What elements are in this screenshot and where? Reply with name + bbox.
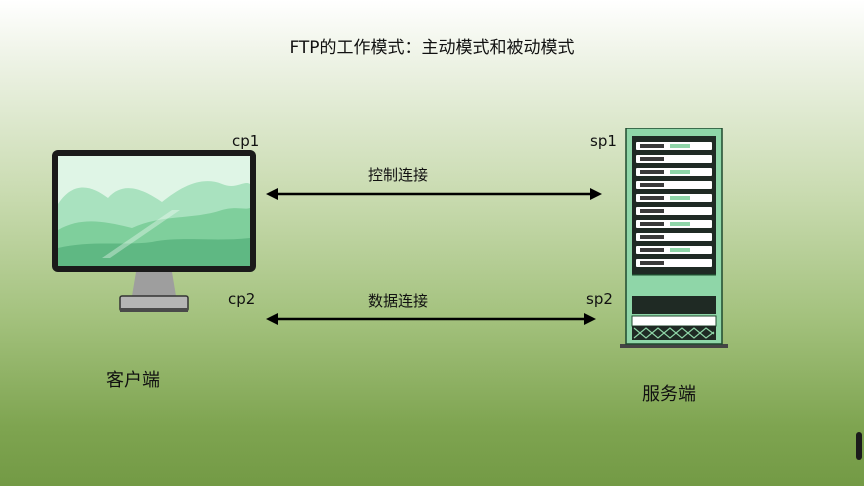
server-control-port: sp1 — [590, 132, 617, 150]
diagram-title: FTP的工作模式：主动模式和被动模式 — [289, 38, 575, 58]
data-connection-label: 数据连接 — [368, 292, 429, 310]
client-control-port: cp1 — [232, 132, 260, 150]
data-connection-arrow — [266, 313, 596, 325]
server-data-port: sp2 — [586, 290, 613, 308]
client-monitor-icon — [52, 150, 256, 312]
server-rack-icon — [620, 128, 728, 348]
server-label: 服务端 — [642, 384, 696, 405]
scrollbar-thumb[interactable] — [856, 432, 862, 460]
control-connection-arrow — [266, 188, 602, 200]
client-data-port: cp2 — [228, 290, 256, 308]
client-label: 客户端 — [106, 370, 160, 391]
control-connection-label: 控制连接 — [368, 166, 429, 184]
